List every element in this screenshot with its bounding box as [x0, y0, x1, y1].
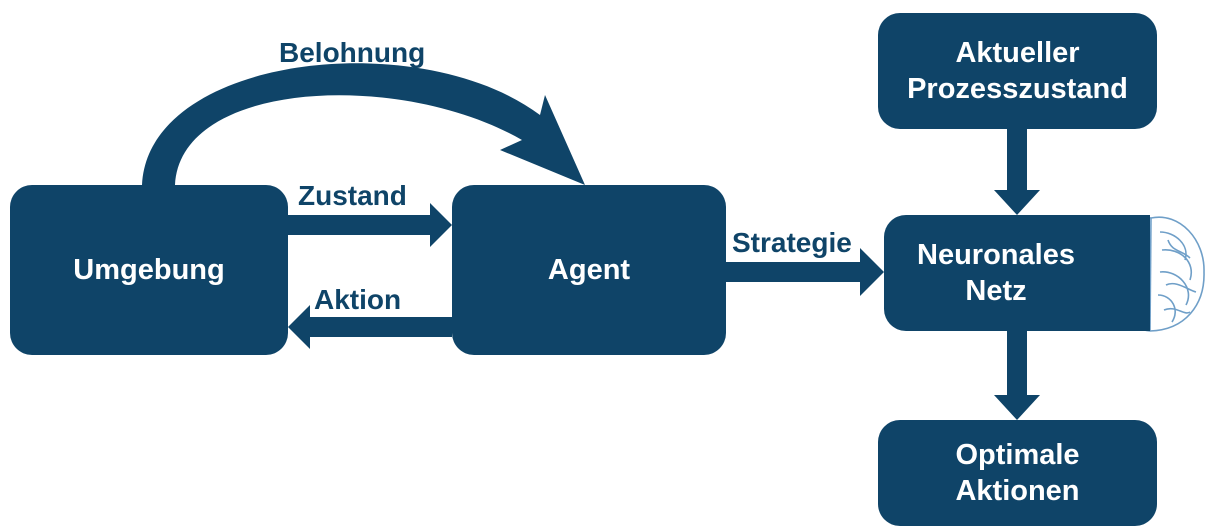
zustand-label: Zustand	[298, 180, 407, 211]
neuronales-netz-box: Neuronales Netz	[884, 215, 1150, 331]
aktueller-prozesszustand-line2: Prozesszustand	[907, 73, 1128, 105]
aktion-label: Aktion	[314, 284, 402, 315]
umgebung-label: Umgebung	[73, 254, 225, 286]
optimale-aktionen-line1: Optimale	[955, 439, 1080, 471]
optimale-aktionen-line2: Aktionen	[955, 475, 1080, 507]
aktueller-prozesszustand-box: Aktueller Prozesszustand	[878, 13, 1157, 129]
down-arrow-bottom	[994, 331, 1040, 420]
zustand-arrow	[288, 203, 452, 247]
belohnung-label: Belohnung	[279, 37, 426, 68]
belohnung-arrow	[142, 63, 585, 185]
strategie-arrow	[726, 248, 884, 296]
optimale-aktionen-box: Optimale Aktionen	[878, 420, 1157, 526]
neuronales-netz-line2: Netz	[965, 275, 1027, 307]
neuronales-netz-line1: Neuronales	[917, 239, 1075, 271]
aktion-arrow	[288, 305, 452, 349]
agent-box: Agent	[452, 185, 726, 355]
strategie-label: Strategie	[732, 227, 852, 258]
umgebung-box: Umgebung	[10, 185, 288, 355]
down-arrow-top	[994, 129, 1040, 215]
aktueller-prozesszustand-line1: Aktueller	[955, 37, 1080, 69]
agent-label: Agent	[547, 254, 631, 286]
